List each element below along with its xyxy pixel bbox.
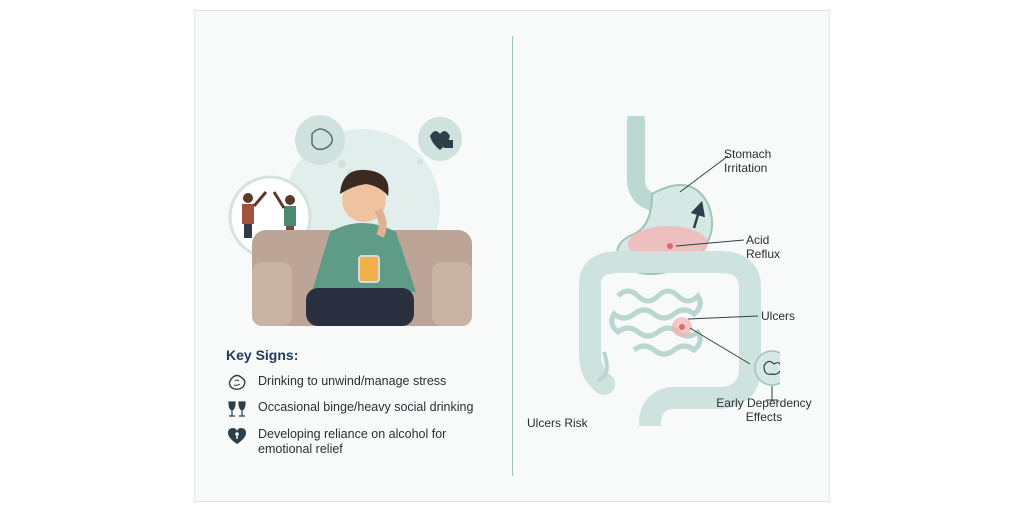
key-sign-text: Developing reliance on alcohol for emoti… (258, 427, 447, 456)
section-divider (512, 36, 513, 476)
label-ulcers: Ulcers (761, 309, 796, 323)
digestive-system-diagram (579, 116, 780, 426)
key-sign-text: Occasional binge/heavy social drinking (258, 400, 474, 414)
label-ulcers-risk: Ulcers Risk (527, 416, 588, 430)
wine-glasses-icon (228, 401, 246, 417)
key-sign-item: Developing reliance on alcohol for emoti… (226, 427, 488, 457)
heart-lock-icon (228, 428, 246, 444)
key-signs-title: Key Signs: (226, 347, 299, 363)
label-early-dependency: Early Deperdency Effects (716, 396, 812, 424)
brain-thought-bubble (295, 115, 345, 165)
brain-effects-badge (754, 350, 780, 386)
label-acid-reflux: Acid Reflux (746, 233, 781, 261)
label-stomach-irritation: Stomach Irritation (724, 147, 772, 175)
key-sign-text: Drinking to unwind/manage stress (258, 374, 447, 388)
drink-glass (358, 255, 380, 283)
key-sign-item: Drinking to unwind/manage stress (226, 374, 488, 392)
brain-icon (228, 374, 246, 390)
small-intestine (609, 288, 703, 357)
key-sign-item: Occasional binge/heavy social drinking (226, 400, 488, 418)
large-intestine (579, 251, 761, 426)
person-head (342, 178, 386, 222)
person-drinking-illustration (228, 115, 472, 326)
